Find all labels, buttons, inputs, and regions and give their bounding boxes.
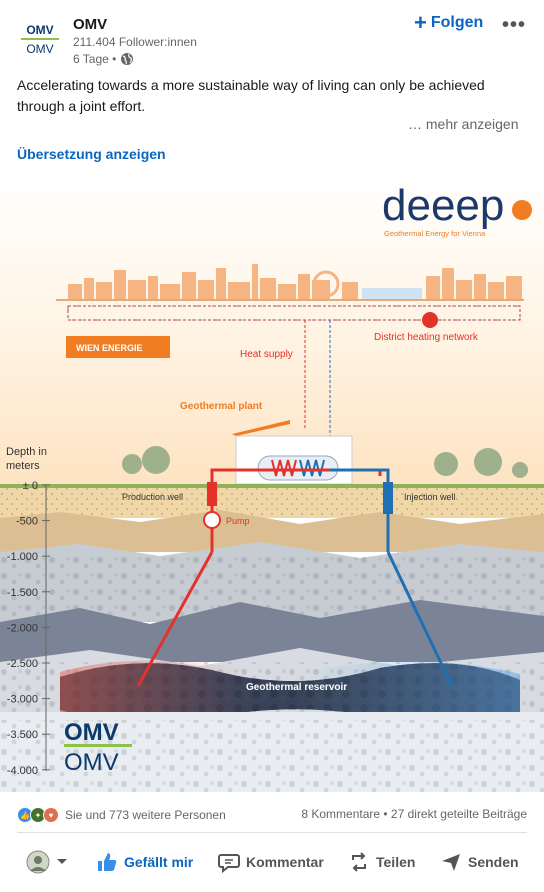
post-image[interactable]: deeep Geothermal Energy for Vienna <box>0 172 544 792</box>
reactions-summary[interactable]: 👍 ✦ ♥ Sie und 773 weitere Personen <box>17 807 226 823</box>
wien-energie-text: WIEN ENERGIE <box>76 343 143 353</box>
wien-energie-badge: WIEN ENERGIE <box>66 336 170 358</box>
action-bar: Gefällt mir Kommentar Teilen Senden <box>0 840 544 884</box>
reaction-icons: 👍 ✦ ♥ <box>17 807 59 823</box>
svg-text:OMV: OMV <box>26 42 53 56</box>
depth-tick-label: -500 <box>16 516 38 528</box>
depth-label-1: Depth in <box>6 446 47 458</box>
geothermal-diagram: deeep Geothermal Energy for Vienna <box>0 172 544 792</box>
send-icon <box>442 854 460 871</box>
depth-tick-label: -2.500 <box>7 658 38 670</box>
deeep-subtitle: Geothermal Energy for Vienna <box>384 229 486 238</box>
chevron-down-icon <box>57 859 67 864</box>
reaction-avatar-button[interactable] <box>26 840 68 884</box>
follower-count: 211.404 Follower:innen <box>73 35 197 49</box>
comment-button[interactable]: Kommentar <box>218 840 324 884</box>
plus-icon: + <box>414 10 427 35</box>
follow-button[interactable]: + Folgen <box>414 10 484 35</box>
depth-tick-label: ± 0 <box>23 480 38 492</box>
city-skyline <box>68 264 522 300</box>
like-button[interactable]: Gefällt mir <box>96 840 193 884</box>
geothermal-plant <box>232 420 353 485</box>
reactions-text: Sie und 773 weitere Personen <box>65 808 226 822</box>
post-text: Accelerating towards a more sustainable … <box>17 77 485 114</box>
omv-figure-logo-top: OMV <box>64 719 119 746</box>
depth-axis: Depth in meters ± 0 -500 -1.000 -1.500 -2.00… <box>6 446 50 777</box>
depth-label-2: meters <box>6 460 40 472</box>
reservoir-label: Geothermal reservoir <box>246 682 347 693</box>
production-well-label: Production well <box>122 492 183 502</box>
repost-icon <box>352 852 366 872</box>
comment-icon <box>218 854 240 873</box>
post-time-text: 6 Tage • <box>73 52 117 66</box>
injection-well-label: Injection well <box>404 492 456 502</box>
depth-tick-label: -4.000 <box>7 765 38 777</box>
depth-tick-label: -2.000 <box>7 622 38 634</box>
comment-label: Kommentar <box>246 854 324 870</box>
see-more-link[interactable]: … mehr anzeigen <box>408 116 519 132</box>
share-button[interactable]: Teilen <box>348 840 415 884</box>
svg-text:OMV: OMV <box>26 23 53 37</box>
geothermal-plant-label: Geothermal plant <box>180 401 263 412</box>
omv-figure-logo: OMV OMV <box>64 719 132 776</box>
depth-tick-label: -1.000 <box>7 551 38 563</box>
injection-well: Injection well <box>330 468 456 687</box>
heat-supply-label: Heat supply <box>240 349 293 360</box>
depth-tick-label: -3.000 <box>7 694 38 706</box>
depth-tick-label: -3.500 <box>7 729 38 741</box>
deeep-title: deeep <box>382 181 504 230</box>
comment-share-counts[interactable]: 8 Kommentare • 27 direkt geteilte Beiträ… <box>301 807 527 821</box>
love-reaction-icon: ♥ <box>43 807 59 823</box>
like-label: Gefällt mir <box>124 854 194 870</box>
post-time: 6 Tage • <box>73 52 134 66</box>
district-network: District heating network <box>67 305 521 343</box>
follow-label: Folgen <box>430 14 484 31</box>
omv-logo[interactable]: OMV OMV <box>17 20 63 58</box>
trees <box>122 446 528 478</box>
omv-figure-logo-bottom: OMV <box>64 749 119 776</box>
share-label: Teilen <box>376 854 416 870</box>
author-name[interactable]: OMV <box>73 16 108 33</box>
globe-icon <box>121 53 134 65</box>
thumbs-up-icon <box>98 853 117 871</box>
post-header: OMV OMV OMV 211.404 Follower:innen 6 Tag… <box>0 0 544 70</box>
send-button[interactable]: Senden <box>440 840 519 884</box>
send-label: Senden <box>468 854 519 870</box>
translate-link[interactable]: Übersetzung anzeigen <box>17 146 166 162</box>
district-heating-label: District heating network <box>374 332 479 343</box>
deeep-logo: deeep Geothermal Energy for Vienna <box>382 181 532 238</box>
depth-tick-label: -1.500 <box>7 587 38 599</box>
more-options-button[interactable]: ••• <box>502 14 527 36</box>
divider <box>17 832 527 833</box>
avatar <box>26 850 50 874</box>
production-well: Pump Production well <box>122 468 382 687</box>
pump-label: Pump <box>226 516 250 526</box>
